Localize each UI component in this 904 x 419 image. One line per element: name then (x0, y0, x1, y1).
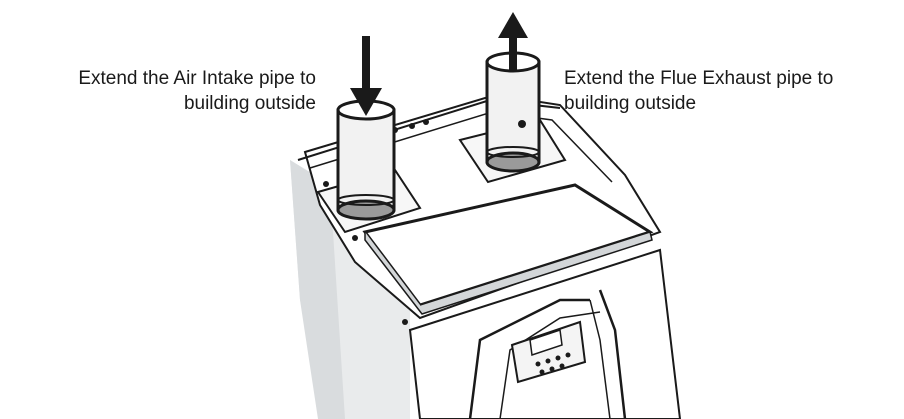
flue-exhaust-pipe (485, 51, 541, 173)
screw-hole (402, 319, 408, 325)
screw-hole (423, 119, 429, 125)
air-intake-pipe (336, 99, 396, 221)
air-intake-annotation: Extend the Air Intake pipe to building o… (0, 66, 316, 116)
control-panel (510, 320, 587, 384)
front-panel-curve-right-inner (589, 299, 611, 419)
air-intake-annotation-line2: building outside (183, 93, 316, 114)
screw-hole (352, 235, 358, 241)
top-cover-plate-edge (364, 231, 653, 315)
arrow-up-icon (498, 12, 528, 70)
arrow-down-icon (350, 36, 382, 116)
flue-exhaust-annotation-line2: building outside (564, 93, 697, 114)
front-panel-curve-left-inner (499, 311, 601, 419)
flue-exhaust-annotation-line1: Extend the Flue Exhaust pipe to (564, 68, 834, 89)
screw-hole (409, 123, 415, 129)
screw-hole (323, 181, 329, 187)
front-panel-curve-left (468, 298, 590, 419)
front-panel-curve-right (598, 289, 627, 419)
air-intake-annotation-line1: Extend the Air Intake pipe to (78, 68, 316, 89)
flue-exhaust-annotation: Extend the Flue Exhaust pipe to building… (564, 66, 833, 116)
